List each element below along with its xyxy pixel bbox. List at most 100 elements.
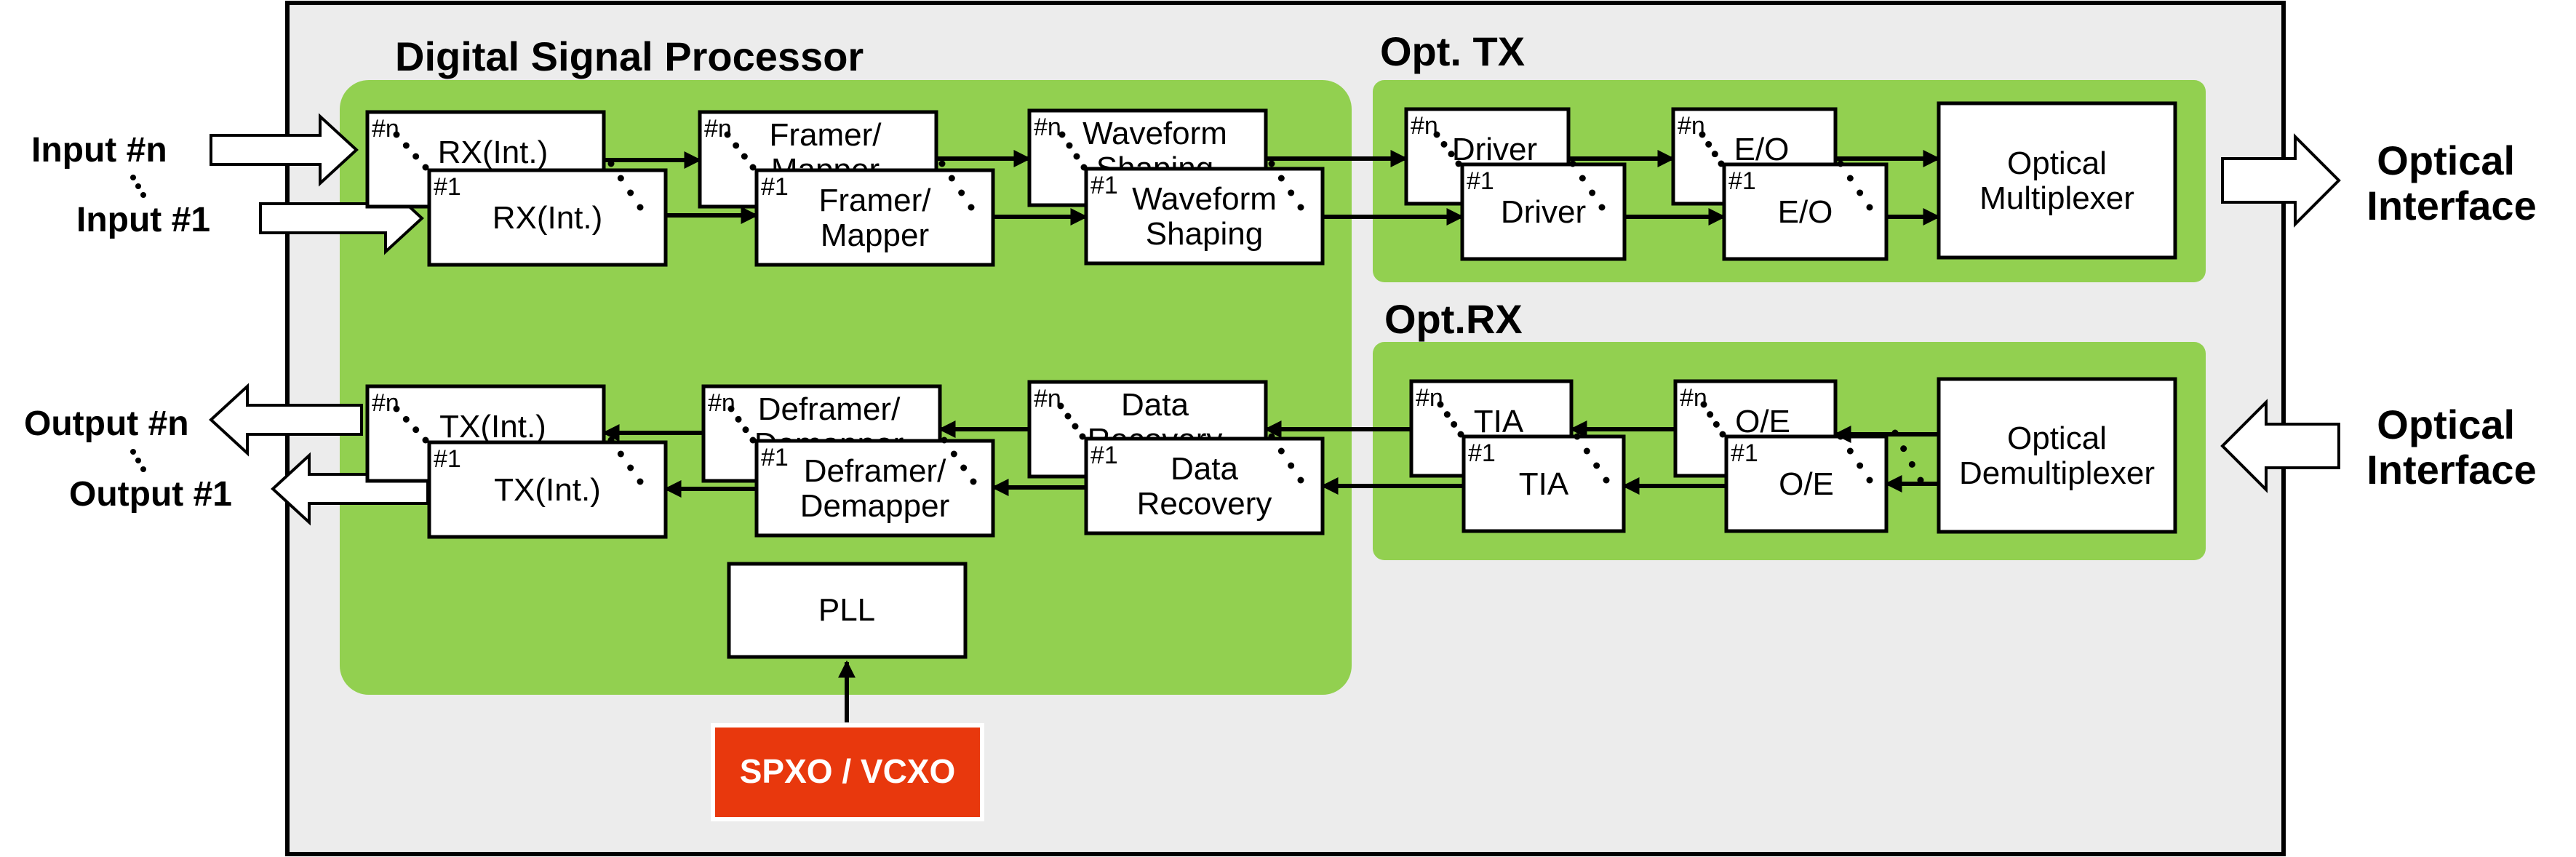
ellipsis-dot bbox=[637, 478, 644, 485]
ellipsis-dot bbox=[941, 437, 948, 444]
ellipsis-dot bbox=[1908, 461, 1915, 468]
ellipsis-dot bbox=[1443, 411, 1451, 418]
output-n-label: Output #n bbox=[24, 404, 189, 443]
ellipsis-dot bbox=[749, 164, 757, 171]
optical-in-arrow bbox=[2220, 399, 2340, 493]
optical-interface-top: Optical Interface bbox=[2366, 137, 2536, 228]
ellipsis-dot bbox=[1433, 131, 1440, 138]
deframer-demapper-1-label: Deframer/Demapper bbox=[800, 453, 949, 524]
tia-n-index: #n bbox=[1416, 384, 1443, 412]
o-e-1-block bbox=[1724, 434, 1889, 533]
optical-out-arrow bbox=[2221, 133, 2341, 228]
deframer-demapper-n-index: #n bbox=[708, 389, 735, 417]
ellipsis-dot bbox=[393, 131, 400, 138]
ellipsis-dot bbox=[412, 426, 420, 434]
input-n-arrow bbox=[210, 113, 359, 187]
ellipsis-dot bbox=[1891, 429, 1899, 437]
ellipsis-dot bbox=[1297, 477, 1304, 484]
driver-1-block bbox=[1460, 162, 1627, 261]
ellipsis-dot bbox=[1058, 131, 1066, 138]
output-n-arrow bbox=[209, 383, 363, 457]
ellipsis-dot bbox=[1583, 447, 1590, 455]
ellipsis-dot bbox=[1846, 447, 1854, 455]
rx-int-1-index: #1 bbox=[434, 173, 461, 201]
rx-int-n-index: #n bbox=[372, 115, 399, 143]
rx-int-n-label: RX(Int.) bbox=[438, 135, 549, 170]
driver-1-label: Driver bbox=[1501, 194, 1586, 230]
opt-rx-title: Opt.RX bbox=[1384, 296, 1523, 342]
ellipsis-dot bbox=[1846, 175, 1854, 182]
opt-tx-title: Opt. TX bbox=[1380, 28, 1525, 74]
pll-label: PLL bbox=[818, 592, 875, 628]
framer-mapper-1-label: Framer/Mapper bbox=[819, 183, 932, 253]
ellipsis-dot bbox=[749, 437, 757, 444]
input-1-label: Input #1 bbox=[76, 201, 210, 239]
ellipsis-dot bbox=[1866, 477, 1873, 484]
ellipsis-dot bbox=[422, 437, 429, 444]
ellipsis-dot bbox=[1440, 140, 1448, 148]
ellipsis-dot bbox=[1579, 175, 1586, 182]
ellipsis-dot bbox=[1277, 447, 1285, 455]
ellipsis-dot bbox=[1297, 204, 1304, 211]
ellipsis-dot bbox=[617, 175, 624, 182]
ellipsis-dot bbox=[1900, 445, 1907, 453]
ellipsis-dot bbox=[627, 464, 634, 471]
tia-1-label: TIA bbox=[1519, 466, 1569, 502]
data-recovery-1-index: #1 bbox=[1090, 442, 1118, 469]
e-o-1-index: #1 bbox=[1728, 167, 1756, 195]
tia-1-index: #1 bbox=[1468, 439, 1496, 467]
ellipsis-dot bbox=[1718, 160, 1725, 167]
ellipsis-dot bbox=[1917, 477, 1924, 484]
input-n-label: Input #n bbox=[31, 131, 167, 170]
ellipsis-dot bbox=[958, 189, 965, 196]
tx-int-n-label: TX(Int.) bbox=[439, 409, 546, 445]
tx-int-1-index: #1 bbox=[434, 445, 461, 473]
driver-n-label: Driver bbox=[1452, 132, 1537, 167]
optical-interface-bottom: Optical Interface bbox=[2366, 402, 2536, 493]
ellipsis-dot bbox=[938, 160, 946, 167]
ellipsis-dot bbox=[1277, 175, 1285, 182]
output-ellipsis bbox=[130, 449, 146, 472]
ellipsis-dot bbox=[1057, 402, 1064, 410]
ellipsis-dot bbox=[1288, 462, 1295, 469]
optical-multiplexer-block bbox=[1937, 101, 2177, 260]
data-recovery-n-index: #n bbox=[1034, 385, 1061, 412]
rx-int-1-label: RX(Int.) bbox=[493, 200, 603, 236]
ellipsis-dot bbox=[1711, 151, 1718, 158]
ellipsis-dot bbox=[1451, 420, 1458, 428]
ellipsis-dot bbox=[1705, 140, 1712, 148]
pll-block bbox=[727, 562, 968, 659]
ellipsis-dot bbox=[1857, 462, 1864, 469]
ellipsis-dot bbox=[1837, 433, 1844, 440]
rx-int-1-block bbox=[427, 168, 668, 267]
ellipsis-dot bbox=[402, 415, 410, 423]
framer-mapper-1-index: #1 bbox=[761, 173, 789, 201]
ellipsis-dot bbox=[735, 415, 742, 423]
ellipsis-dot bbox=[1268, 160, 1275, 167]
waveform-shaping-1-index: #1 bbox=[1090, 172, 1118, 199]
waveform-shaping-n-index: #n bbox=[1034, 113, 1061, 141]
ellipsis-dot bbox=[1073, 153, 1080, 160]
ellipsis-dot bbox=[1066, 142, 1073, 149]
output-1-arrow bbox=[271, 452, 429, 526]
ellipsis-dot bbox=[1080, 164, 1088, 171]
ellipsis-dot bbox=[741, 153, 748, 160]
ellipsis-dot bbox=[1064, 412, 1072, 420]
ellipsis-dot bbox=[617, 450, 624, 458]
ellipsis-dot bbox=[1603, 477, 1610, 484]
o-e-1-index: #1 bbox=[1731, 439, 1758, 467]
o-e-n-label: O/E bbox=[1735, 404, 1790, 439]
ellipsis-dot bbox=[960, 464, 968, 471]
ellipsis-dot bbox=[1455, 160, 1462, 167]
ellipsis-dot bbox=[1268, 433, 1275, 440]
ellipsis-dot bbox=[733, 142, 740, 149]
tia-n-label: TIA bbox=[1474, 404, 1524, 439]
ellipsis-dot bbox=[1707, 411, 1714, 418]
ellipsis-dot bbox=[1866, 204, 1873, 211]
